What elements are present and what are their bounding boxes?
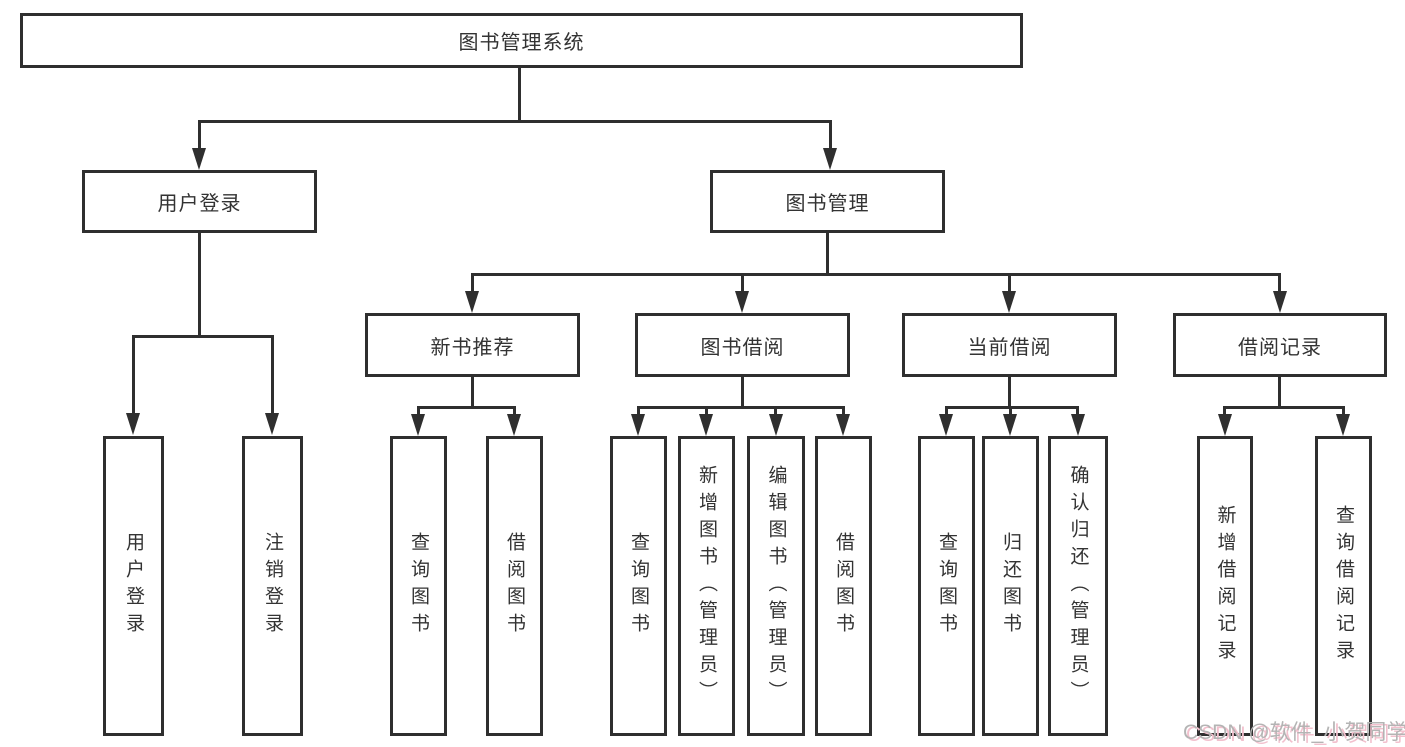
connector-user-stub xyxy=(198,233,201,335)
leaf-logout: 注销登录 xyxy=(242,436,303,736)
arrow-down-icon xyxy=(1218,414,1232,436)
leaf-user-login: 用户登录 xyxy=(103,436,164,736)
leaf-borrowing-query-books: 查询图书 xyxy=(610,436,667,736)
connector-current-rail xyxy=(945,406,1079,409)
connector-book-mgmt-drop xyxy=(829,120,832,150)
leaf-current-return-books: 归还图书 xyxy=(982,436,1039,736)
connector-l3-drop xyxy=(471,273,474,293)
connector-leaf-drop xyxy=(637,406,640,416)
leaf-recommend-borrow-books: 借阅图书 xyxy=(486,436,543,736)
leaf-logout-label: 注销登录 xyxy=(262,532,283,640)
node-current-borrowing-label: 当前借阅 xyxy=(967,336,1052,359)
arrow-down-icon xyxy=(823,148,837,170)
node-root-label: 图书管理系统 xyxy=(458,32,585,54)
arrow-down-icon xyxy=(507,414,521,436)
connector-leaf-drop xyxy=(1009,406,1012,416)
leaf-records-query-record: 查询借阅记录 xyxy=(1315,436,1372,736)
leaf-current-query-books-label: 查询图书 xyxy=(936,532,957,640)
connector-l3-drop xyxy=(741,273,744,293)
node-book-borrowing-label: 图书借阅 xyxy=(700,336,785,359)
arrow-down-icon xyxy=(126,413,140,435)
node-current-borrowing: 当前借阅 xyxy=(902,313,1117,377)
leaf-current-confirm-return-admin: 确认归还（管理员） xyxy=(1048,436,1108,736)
node-borrow-records-label: 借阅记录 xyxy=(1238,336,1322,359)
leaf-recommend-query-books: 查询图书 xyxy=(390,436,447,736)
connector-user-leaf2-drop xyxy=(271,335,274,415)
connector-records-rail xyxy=(1223,406,1345,409)
connector-borrowing-stub xyxy=(741,377,744,406)
node-user-login-label: 用户登录 xyxy=(157,193,242,215)
leaf-recommend-query-books-label: 查询图书 xyxy=(408,532,429,640)
arrow-down-icon xyxy=(699,414,713,436)
connector-leaf-drop xyxy=(513,406,516,416)
connector-user-login-drop xyxy=(198,120,201,150)
connector-mgmt-stub xyxy=(826,233,829,273)
arrow-down-icon xyxy=(265,413,279,435)
connector-recommend-rail xyxy=(417,406,516,409)
connector-leaf-drop xyxy=(774,406,777,416)
connector-l3-drop xyxy=(1278,273,1281,293)
connector-leaf-drop xyxy=(1223,406,1226,416)
leaf-borrowing-add-books-admin: 新增图书（管理员） xyxy=(678,436,735,736)
connector-level2-rail xyxy=(198,120,832,123)
connector-records-stub xyxy=(1278,377,1281,406)
connector-leaf-drop xyxy=(705,406,708,416)
connector-current-stub xyxy=(1008,377,1011,406)
node-new-book-recommend: 新书推荐 xyxy=(365,313,580,377)
connector-l3-drop xyxy=(1008,273,1011,293)
connector-root-stub xyxy=(518,68,521,120)
arrow-down-icon xyxy=(1336,414,1350,436)
arrow-down-icon xyxy=(1002,291,1016,313)
connector-leaf-drop xyxy=(945,406,948,416)
leaf-borrowing-borrow-books: 借阅图书 xyxy=(815,436,872,736)
arrow-down-icon xyxy=(411,414,425,436)
node-book-management: 图书管理 xyxy=(710,170,945,233)
arrow-down-icon xyxy=(836,414,850,436)
node-book-management-label: 图书管理 xyxy=(785,193,870,215)
leaf-current-confirm-return-admin-label: 确认归还（管理员） xyxy=(1067,464,1089,708)
node-root: 图书管理系统 xyxy=(20,13,1023,68)
leaf-current-query-books: 查询图书 xyxy=(918,436,975,736)
connector-borrowing-rail xyxy=(637,406,845,409)
leaf-records-add-record: 新增借阅记录 xyxy=(1197,436,1253,736)
leaf-borrowing-edit-books-admin-label: 编辑图书（管理员） xyxy=(765,464,787,708)
leaf-user-login-label: 用户登录 xyxy=(123,532,144,640)
leaf-borrowing-add-books-admin-label: 新增图书（管理员） xyxy=(696,464,717,708)
connector-leaf-drop xyxy=(417,406,420,416)
arrow-down-icon xyxy=(1273,291,1287,313)
connector-leaf-drop xyxy=(842,406,845,416)
leaf-recommend-borrow-books-label: 借阅图书 xyxy=(504,532,525,640)
connector-leaf-drop xyxy=(1076,406,1079,416)
leaf-records-add-record-label: 新增借阅记录 xyxy=(1214,505,1236,667)
arrow-down-icon xyxy=(631,414,645,436)
csdn-watermark: CSDN @软件_小贺同学 xyxy=(1183,721,1405,744)
leaf-borrowing-edit-books-admin: 编辑图书（管理员） xyxy=(747,436,805,736)
arrow-down-icon xyxy=(1071,414,1085,436)
connector-leaf-drop xyxy=(1342,406,1345,416)
leaf-records-query-record-label: 查询借阅记录 xyxy=(1333,505,1354,667)
leaf-borrowing-borrow-books-label: 借阅图书 xyxy=(833,532,854,640)
arrow-down-icon xyxy=(939,414,953,436)
arrow-down-icon xyxy=(465,291,479,313)
connector-user-leaf1-drop xyxy=(132,335,135,415)
connector-level3-rail xyxy=(471,273,1281,276)
node-user-login: 用户登录 xyxy=(82,170,317,233)
leaf-borrowing-query-books-label: 查询图书 xyxy=(628,532,649,640)
connector-recommend-stub xyxy=(471,377,474,406)
arrow-down-icon xyxy=(1003,414,1017,436)
connector-user-rail xyxy=(132,335,274,338)
leaf-current-return-books-label: 归还图书 xyxy=(1000,532,1021,640)
arrow-down-icon xyxy=(735,291,749,313)
arrow-down-icon xyxy=(192,148,206,170)
node-borrow-records: 借阅记录 xyxy=(1173,313,1387,377)
arrow-down-icon xyxy=(769,414,783,436)
node-new-book-recommend-label: 新书推荐 xyxy=(430,336,515,359)
node-book-borrowing: 图书借阅 xyxy=(635,313,850,377)
